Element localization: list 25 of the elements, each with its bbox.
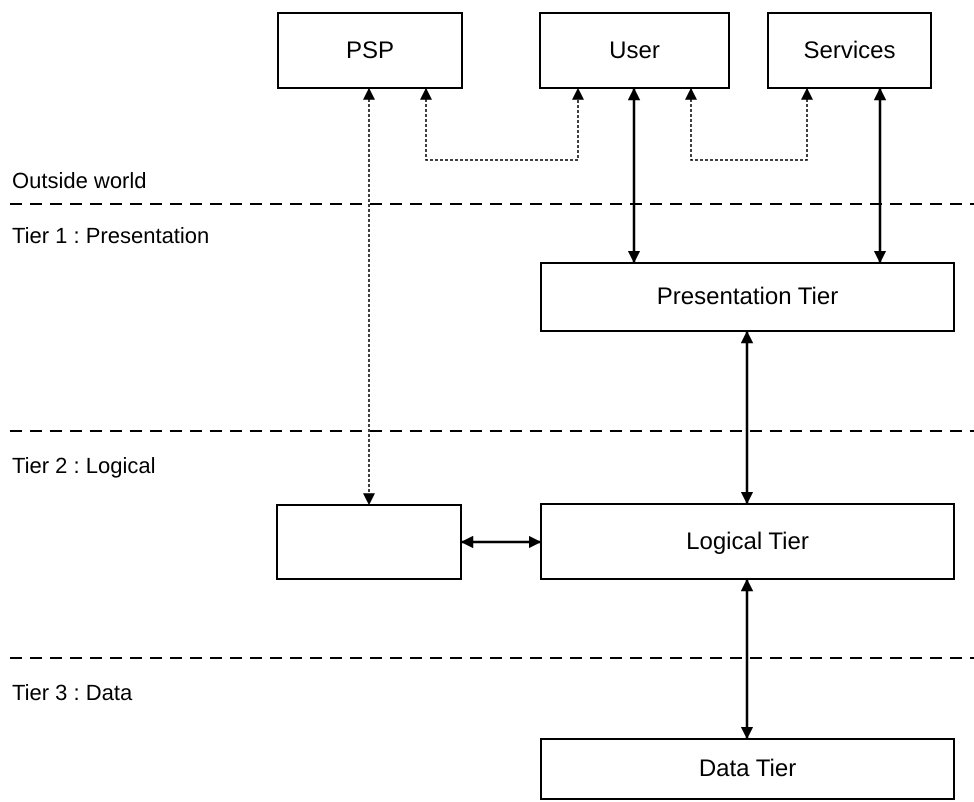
process-box — [767, 12, 932, 89]
arrow — [628, 88, 640, 264]
arrow — [740, 578, 754, 740]
tier-label: Tier 1 : Presentation — [12, 225, 210, 247]
arrow — [874, 88, 886, 264]
arrow — [460, 536, 542, 548]
process-box — [277, 12, 463, 89]
tier-label: Tier 3 : Data — [12, 682, 132, 704]
tier-label: Tier 2 : Logical — [12, 455, 156, 477]
box-label: Services — [803, 36, 896, 66]
box-label: User — [609, 36, 660, 66]
arrow — [740, 330, 754, 504]
process-box — [539, 12, 730, 89]
process-box — [540, 503, 955, 580]
dotted-arrow — [420, 88, 584, 161]
dotted-arrow — [363, 88, 375, 506]
box-label: PSP — [346, 36, 394, 66]
empty-box — [276, 504, 462, 580]
box-label: Logical Tier — [686, 526, 809, 556]
process-box — [540, 738, 955, 800]
tier-label: Outside world — [12, 170, 147, 192]
box-label: Data Tier — [698, 754, 796, 784]
dotted-arrow — [685, 88, 813, 161]
process-box — [540, 262, 955, 332]
box-label: Presentation Tier — [656, 282, 838, 312]
